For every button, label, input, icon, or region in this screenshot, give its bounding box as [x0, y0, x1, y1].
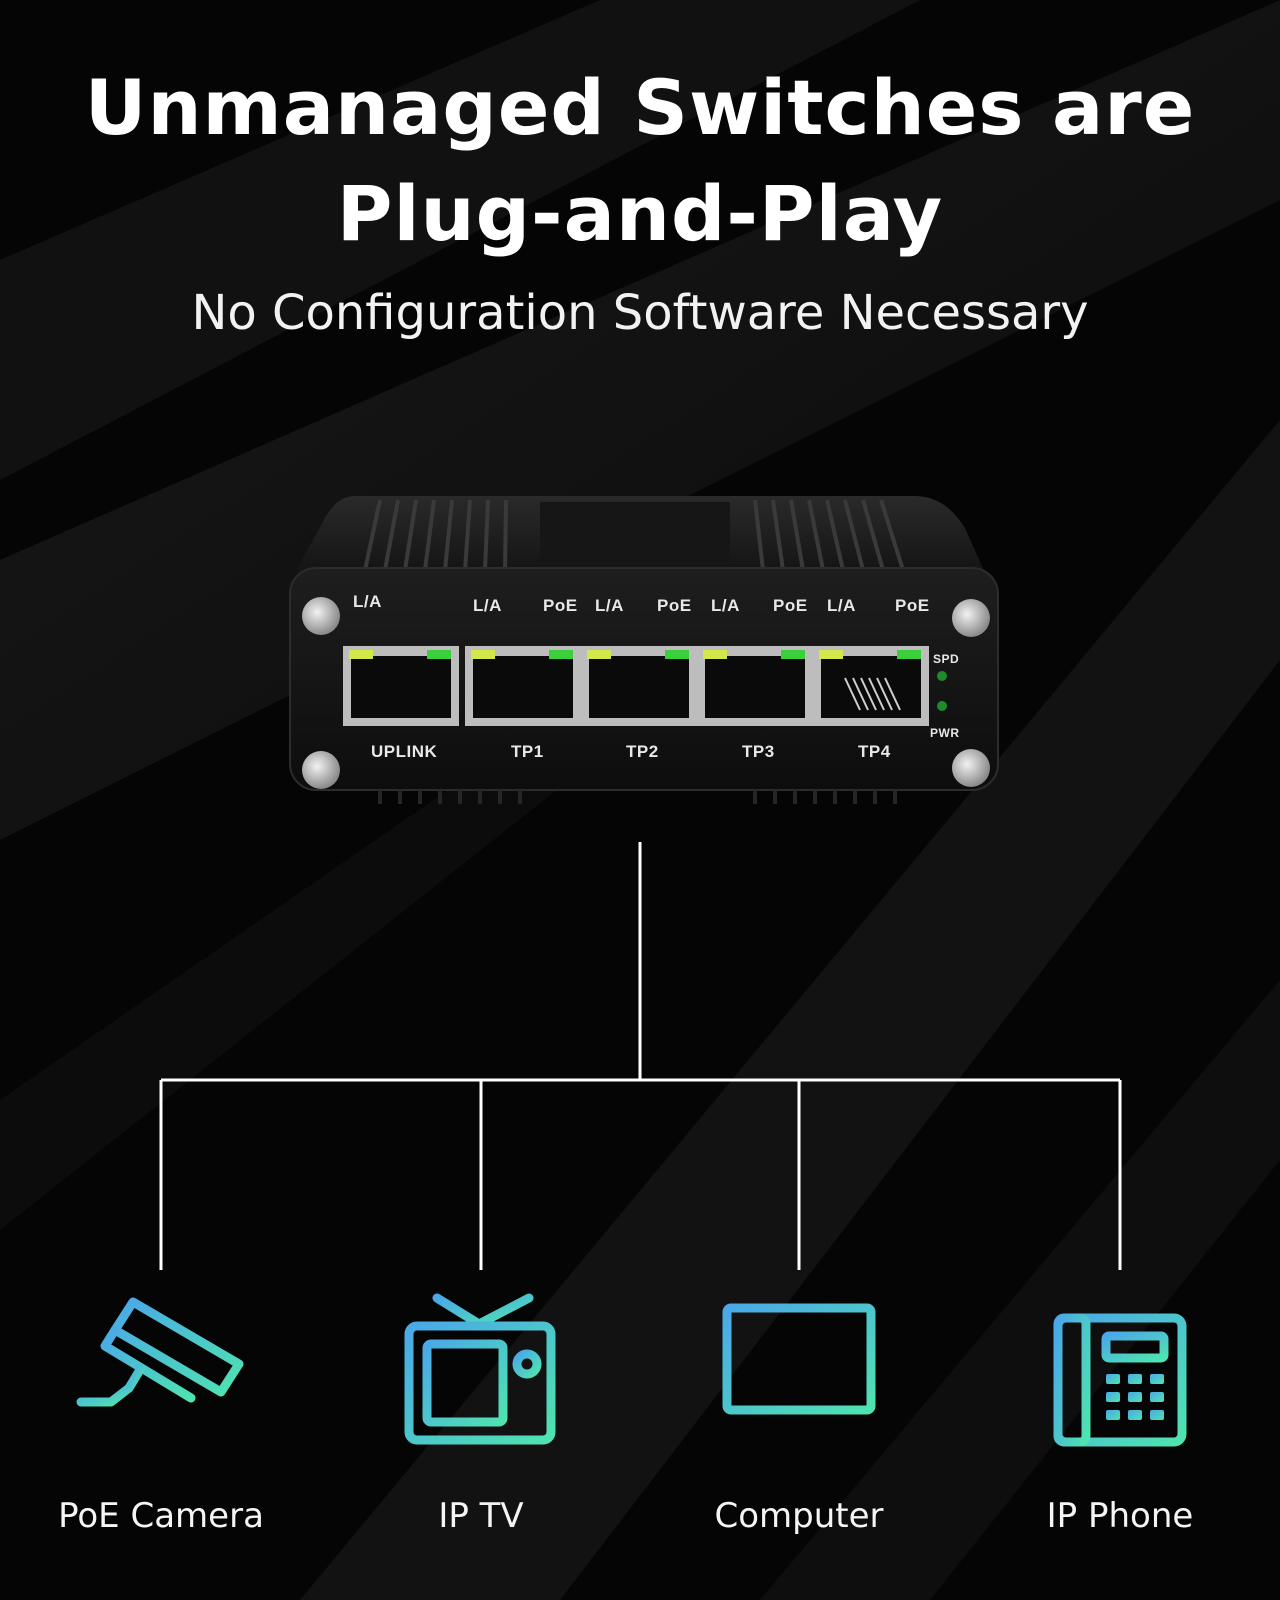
led-label-poe: PoE	[657, 596, 692, 615]
led-label-poe: PoE	[895, 596, 930, 615]
phone-icon	[1053, 1313, 1187, 1447]
led-label-la: L/A	[827, 596, 856, 615]
device-ip-phone: IP Phone	[990, 1290, 1250, 1538]
led-label-spd: SPD	[933, 652, 960, 666]
device-poe-camera: PoE Camera	[31, 1290, 291, 1538]
monitor-icon	[722, 1303, 876, 1443]
device-name: IP TV	[438, 1496, 524, 1536]
page-title-line-1: Unmanaged Switches are	[84, 63, 1196, 152]
port-label-tp4: TP4	[858, 742, 891, 761]
network-switch: L/A L/A PoE L/A PoE L/A PoE L/A PoE UPLI…	[285, 488, 1003, 818]
device-computer: Computer	[669, 1290, 929, 1538]
led-label-la: L/A	[711, 596, 740, 615]
led-label-poe: PoE	[543, 596, 578, 615]
port-label-tp2: TP2	[626, 742, 659, 761]
led-label-pwr: PWR	[930, 726, 960, 740]
port-label-uplink: UPLINK	[371, 742, 438, 761]
device-name: IP Phone	[1046, 1496, 1194, 1536]
switch-body	[289, 496, 999, 804]
device-name: Computer	[714, 1496, 884, 1536]
led-label-la: L/A	[353, 592, 382, 611]
led-label-la: L/A	[473, 596, 502, 615]
device-ip-tv: IP TV	[351, 1290, 611, 1538]
tv-icon	[404, 1293, 556, 1445]
camera-icon	[76, 1297, 244, 1445]
led-label-poe: PoE	[773, 596, 808, 615]
page-subtitle: No Configuration Software Necessary	[191, 285, 1089, 341]
device-name: PoE Camera	[58, 1496, 264, 1536]
port-label-tp1: TP1	[511, 742, 544, 761]
led-label-la: L/A	[595, 596, 624, 615]
page-title-line-2: Plug-and-Play	[336, 169, 944, 258]
port-label-tp3: TP3	[742, 742, 775, 761]
